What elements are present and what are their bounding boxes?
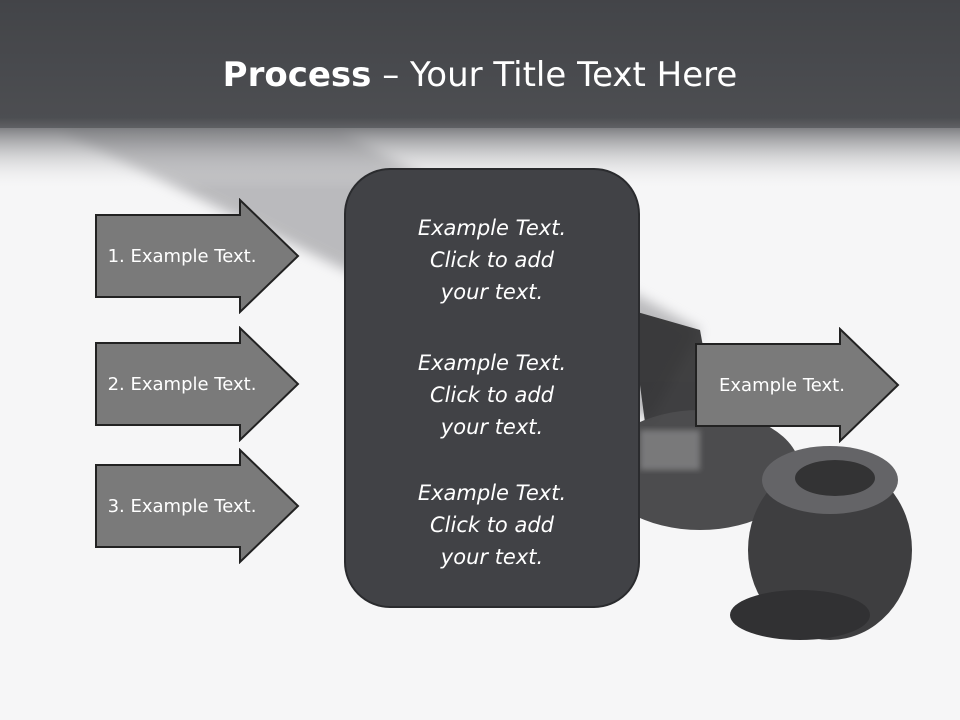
title-dash: –	[371, 55, 411, 95]
title-bold: Process	[222, 55, 372, 95]
block-line: Click to add	[429, 513, 554, 537]
left-arrow-3: 3. Example Text.	[94, 448, 300, 564]
block-line: Example Text.	[417, 481, 567, 505]
arrow-shape	[695, 327, 900, 443]
block-line: Example Text.	[417, 216, 567, 240]
block-line: Example Text.	[417, 351, 567, 375]
arrow-shape	[95, 448, 300, 564]
center-text-block-1: Example Text. Click to add your text.	[346, 212, 638, 308]
left-arrow-label: 3. Example Text.	[107, 495, 257, 517]
arrow-shape	[95, 326, 300, 442]
block-line: Click to add	[429, 248, 554, 272]
left-arrow-label: 1. Example Text.	[107, 245, 257, 267]
right-arrow: Example Text.	[694, 327, 900, 443]
title-text: Your Title Text Here	[410, 55, 738, 95]
center-text-block-3: Example Text. Click to add your text.	[346, 477, 638, 573]
left-arrow-2: 2. Example Text.	[94, 326, 300, 442]
center-text-block-2: Example Text. Click to add your text.	[346, 347, 638, 443]
block-line: your text.	[440, 280, 544, 304]
center-text-box: Example Text. Click to add your text. Ex…	[344, 168, 640, 608]
left-arrow-1: 1. Example Text.	[94, 198, 300, 314]
arrow-shape	[95, 198, 300, 314]
left-arrow-label: 2. Example Text.	[107, 373, 257, 395]
slide-title: Process – Your Title Text Here	[0, 50, 960, 100]
block-line: your text.	[440, 415, 544, 439]
block-line: your text.	[440, 545, 544, 569]
block-line: Click to add	[429, 383, 554, 407]
right-arrow-label: Example Text.	[719, 374, 845, 396]
